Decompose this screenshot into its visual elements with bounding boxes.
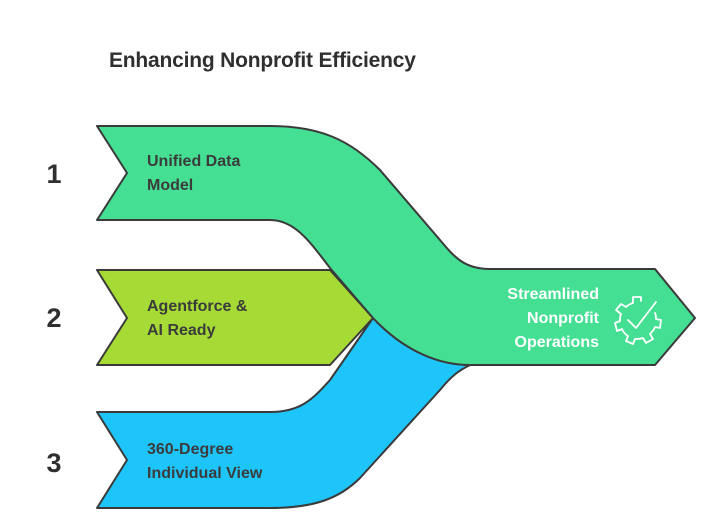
diagram-title: Enhancing Nonprofit Efficiency bbox=[109, 49, 416, 72]
input-label-3-line2: Individual View bbox=[147, 465, 263, 482]
input-label-2: Agentforce & AI Ready bbox=[147, 295, 247, 343]
input-label-3: 360-Degree Individual View bbox=[147, 438, 262, 486]
input-label-1-line2: Model bbox=[147, 177, 194, 194]
input-label-2-line1: Agentforce & bbox=[147, 298, 248, 315]
output-label: Streamlined Nonprofit Operations bbox=[507, 283, 599, 355]
input-band-2 bbox=[96, 269, 374, 366]
output-label-line2: Nonprofit bbox=[527, 310, 599, 327]
output-label-line1: Streamlined bbox=[507, 286, 599, 303]
step-number-2: 2 bbox=[46, 303, 62, 333]
step-number-1: 1 bbox=[46, 159, 62, 189]
step-number-3: 3 bbox=[46, 448, 62, 478]
input-label-1-line1: Unified Data bbox=[147, 153, 241, 170]
input-label-3-line1: 360-Degree bbox=[147, 441, 234, 458]
output-label-line3: Operations bbox=[514, 334, 599, 351]
input-label-2-line2: AI Ready bbox=[147, 322, 216, 339]
input-band-1-merged-output bbox=[96, 125, 696, 366]
gear-check-icon bbox=[614, 296, 662, 345]
input-label-1: Unified Data Model bbox=[147, 150, 240, 198]
